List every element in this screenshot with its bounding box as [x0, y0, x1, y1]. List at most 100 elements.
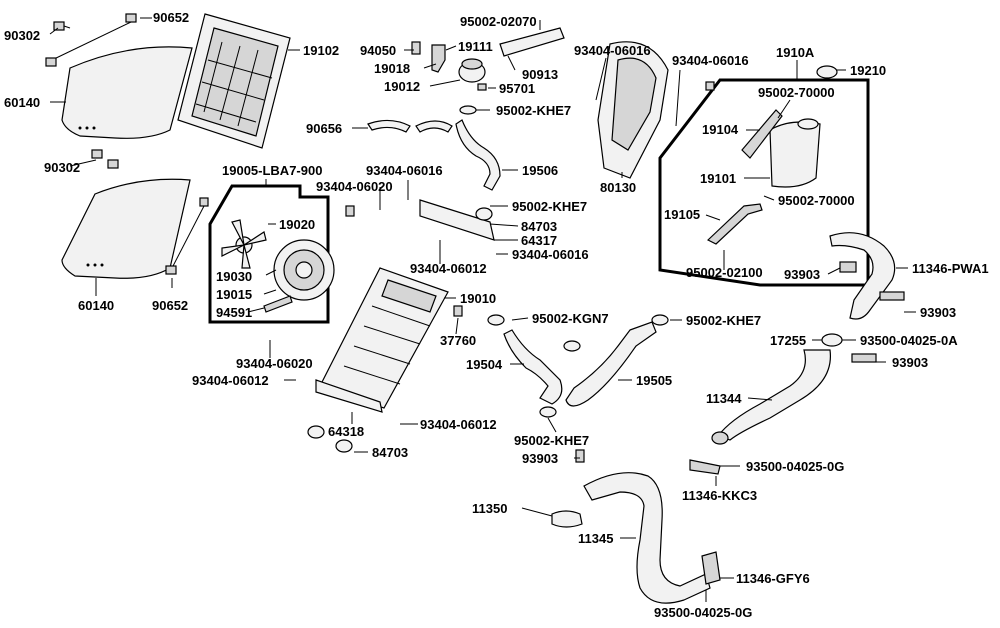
- label-94591: 94591: [216, 305, 252, 320]
- label-1910a: 1910A: [776, 45, 815, 60]
- label-95002-khe7-c: 95002-KHE7: [686, 313, 761, 328]
- label-95002-kgn7: 95002-KGN7: [532, 311, 609, 326]
- label-95002-02070: 95002-02070: [460, 14, 537, 29]
- sensor-37760: [453, 305, 463, 317]
- bolt-94050: [411, 41, 421, 55]
- label-17255: 17255: [770, 333, 806, 348]
- bracket-64318: [315, 379, 383, 413]
- label-95002-02100: 95002-02100: [686, 265, 763, 280]
- label-11346-gfy6: 11346-GFY6: [736, 571, 810, 586]
- label-11344: 11344: [706, 391, 742, 406]
- hose-19505: [565, 321, 657, 407]
- cap-19210: [816, 65, 838, 79]
- label-95002-khe7-b: 95002-KHE7: [512, 199, 587, 214]
- label-95002-khe7-a: 95002-KHE7: [496, 103, 571, 118]
- fan-19020: [221, 219, 267, 269]
- label-19504: 19504: [466, 357, 503, 372]
- label-90913: 90913: [522, 67, 558, 82]
- hose-19504: [503, 329, 563, 405]
- label-93404-06020-a: 93404-06020: [316, 179, 393, 194]
- clamp-95002-kgn7: [487, 314, 505, 326]
- label-93404-06012-c: 93404-06012: [420, 417, 497, 432]
- bracket-19018: [431, 44, 446, 73]
- windscreen-lower: [61, 178, 191, 279]
- fan-shroud-19015: [273, 239, 335, 301]
- label-93404-06016-c: 93404-06016: [366, 163, 443, 178]
- clamp-93903-a: [839, 261, 857, 273]
- radiator-grille: [177, 13, 291, 149]
- label-95002-khe7-d: 95002-KHE7: [514, 433, 589, 448]
- windscreen-upper: [61, 46, 193, 139]
- label-93404-06012-a: 93404-06012: [410, 261, 487, 276]
- clamp-93903-b: [879, 291, 905, 301]
- reserve-tank-group-border: [658, 78, 870, 287]
- label-95002-70000-a: 95002-70000: [758, 85, 835, 100]
- label-19030: 19030: [216, 269, 252, 284]
- clamp-95002-khe7-c: [651, 314, 669, 326]
- label-93500-04025-0a: 93500-04025-0A: [860, 333, 958, 348]
- label-19101: 19101: [700, 171, 736, 186]
- label-11350: 11350: [472, 501, 507, 516]
- label-19020: 19020: [279, 217, 315, 232]
- label-90656: 90656: [306, 121, 342, 136]
- clamp-11346-gfy6: [701, 551, 721, 585]
- screen-bolt-90652-a: [45, 13, 137, 67]
- clamp-17255: [821, 333, 843, 347]
- clamp-93903-c: [851, 353, 877, 363]
- label-84703-b: 84703: [372, 445, 408, 460]
- label-19010: 19010: [460, 291, 496, 306]
- pipe-11345: [583, 472, 711, 604]
- label-19012: 19012: [384, 79, 420, 94]
- radiator-19010: [319, 267, 449, 409]
- bolt-95701: [477, 83, 487, 91]
- clip-90656: [367, 119, 453, 133]
- hose-19104: [741, 109, 783, 159]
- label-19015: 19015: [216, 287, 252, 302]
- hose-19105: [706, 203, 763, 245]
- label-94050: 94050: [360, 43, 396, 58]
- label-19506: 19506: [522, 163, 558, 178]
- bolt-93404-06020-a: [345, 205, 355, 217]
- label-93404-06016-a: 93404-06016: [574, 43, 651, 58]
- label-19018: 19018: [374, 61, 410, 76]
- label-11346-kkc3: 11346-KKC3: [682, 488, 757, 503]
- clamp-11346-kkc3: [689, 459, 721, 475]
- label-60140-a: 60140: [4, 95, 40, 110]
- label-93404-06016-b: 93404-06016: [672, 53, 749, 68]
- hose-90913: [499, 27, 565, 57]
- pipe-11346-pwa1: [829, 232, 896, 320]
- label-19105: 19105: [664, 207, 700, 222]
- label-93404-06020-b: 93404-06020: [236, 356, 313, 371]
- label-95002-70000-b: 95002-70000: [778, 193, 855, 208]
- label-90652-b: 90652: [152, 298, 188, 313]
- label-60140-b: 60140: [78, 298, 114, 313]
- label-93500-04025-0g-a: 93500-04025-0G: [746, 459, 844, 474]
- reserve-tank-19101: [769, 121, 821, 188]
- label-93903-c: 93903: [892, 355, 928, 370]
- label-93500-04025-0g-b: 93500-04025-0G: [654, 605, 752, 620]
- label-93903-a: 93903: [784, 267, 820, 282]
- label-19102: 19102: [303, 43, 339, 58]
- leader-lines: [49, 17, 916, 602]
- label-80130: 80130: [600, 180, 636, 195]
- label-90302-a: 90302: [4, 28, 40, 43]
- label-19505: 19505: [636, 373, 672, 388]
- screen-bolt-90302-a: [53, 21, 71, 31]
- label-93404-06012-b: 93404-06012: [192, 373, 269, 388]
- label-11345: 11345: [578, 531, 613, 546]
- label-93404-06016-d: 93404-06016: [512, 247, 589, 262]
- label-90652-a: 90652: [153, 10, 189, 25]
- clamp-95002-khe7-a: [459, 105, 477, 115]
- grommet-84703-a: [475, 207, 493, 221]
- grommet-84703-b: [307, 425, 325, 439]
- gasket-11350: [551, 510, 583, 528]
- label-19111: 19111: [458, 39, 493, 54]
- label-19210: 19210: [850, 63, 886, 78]
- part-labels: 90302 90652 19102 60140 90302 60140 9065…: [4, 10, 989, 620]
- label-19005: 19005-LBA7-900: [222, 163, 322, 178]
- clamp-93903-d: [575, 449, 585, 463]
- label-11346-pwa1: 11346-PWA1: [912, 261, 989, 276]
- screen-bolt-90652-b: [165, 197, 209, 275]
